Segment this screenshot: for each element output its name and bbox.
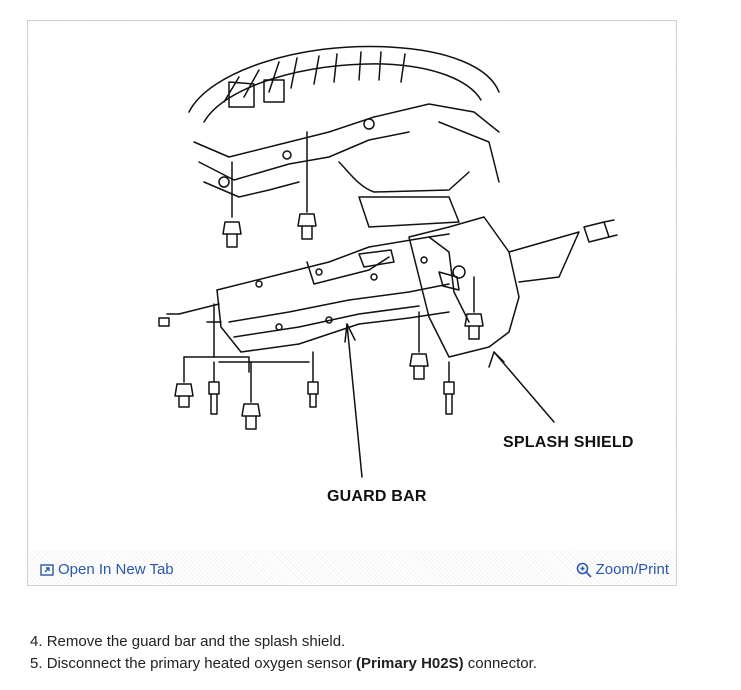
step-number: 4.: [30, 633, 43, 650]
upper-bolts: [222, 131, 317, 248]
upper-frame: [193, 103, 500, 228]
step-text: Remove the guard bar and the splash shie…: [46, 633, 346, 650]
step-text-after: connector.: [463, 655, 537, 672]
magnifier-icon: [576, 562, 592, 578]
right-clip: [508, 219, 618, 283]
open-new-tab-icon: [40, 563, 54, 576]
step-item: 5. Disconnect the primary heated oxygen …: [30, 653, 537, 675]
step-item: 4. Remove the guard bar and the splash s…: [30, 631, 537, 653]
figure-frame: GUARD BAR SPLASH SHIELD Open In New Tab …: [27, 20, 677, 586]
open-in-new-tab-link[interactable]: Open In New Tab: [40, 561, 174, 578]
splash-shield-label: SPLASH SHIELD: [503, 434, 634, 451]
zoom-print-link[interactable]: Zoom/Print: [576, 561, 669, 578]
splash-shield-body: [408, 216, 520, 358]
step-text-before: Disconnect the primary heated oxygen sen…: [46, 655, 357, 672]
tire-outline: [188, 45, 500, 123]
sensor-name: (Primary H02S): [356, 655, 464, 672]
open-in-new-tab-label: Open In New Tab: [58, 561, 174, 578]
guard-bar-label: GUARD BAR: [327, 488, 427, 505]
instruction-steps: 4. Remove the guard bar and the splash s…: [30, 631, 537, 675]
zoom-print-label: Zoom/Print: [595, 561, 669, 578]
callout-leaders: [344, 323, 555, 478]
guard-bar-diagram: [158, 45, 618, 478]
step-number: 5.: [30, 655, 43, 672]
lower-bolts: [158, 276, 484, 430]
diagram-panel: GUARD BAR SPLASH SHIELD: [29, 22, 675, 550]
guard-bar-body: [216, 233, 450, 353]
